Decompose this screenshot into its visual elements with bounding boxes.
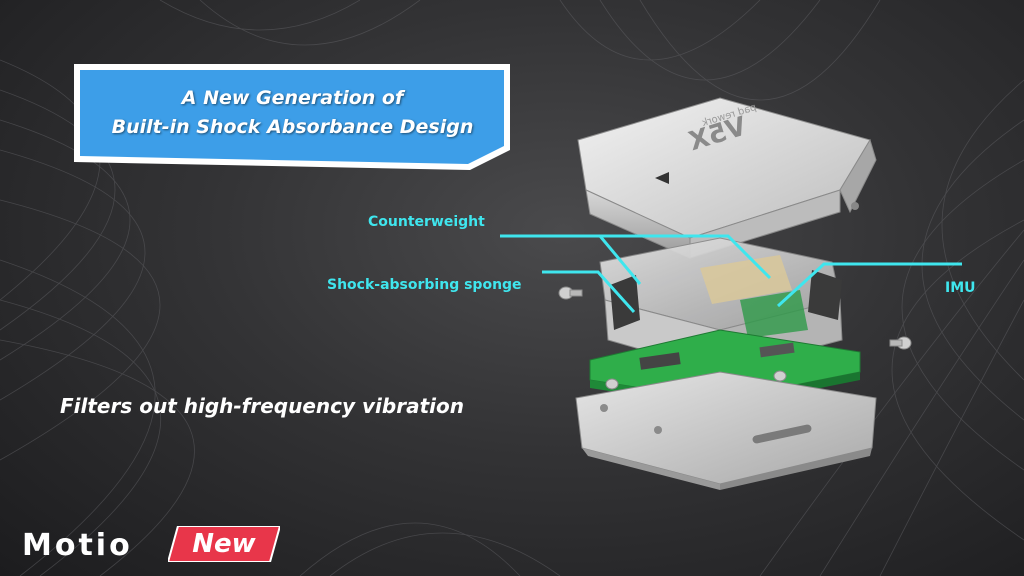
callout-lines	[500, 234, 962, 314]
headline-banner: A New Generation of Built-in Shock Absor…	[70, 62, 515, 174]
counterweight-block	[700, 255, 792, 304]
sponge-label: Shock-absorbing sponge	[327, 277, 522, 293]
imu-label: IMU	[945, 280, 976, 296]
top-lid: V5X pad rework	[577, 97, 877, 259]
banner-line-2: Built-in Shock Absorbance Design	[111, 116, 474, 138]
counterweight-label: Counterweight	[368, 214, 485, 230]
sponge-right	[808, 270, 842, 320]
screws	[558, 286, 912, 390]
sponge-line	[542, 270, 636, 314]
logo-badge-new: New	[168, 526, 280, 562]
banner-shape	[74, 64, 510, 170]
bottom-base	[575, 371, 877, 490]
logo-text-motio: Motio	[22, 528, 133, 563]
counterweight-line-2	[600, 234, 772, 280]
imu-line	[776, 262, 962, 308]
imu-chip	[740, 290, 808, 338]
tagline: Filters out high-frequency vibration	[60, 394, 464, 418]
logo-text-new: New	[192, 529, 256, 559]
banner-line-1: A New Generation of	[181, 87, 404, 109]
